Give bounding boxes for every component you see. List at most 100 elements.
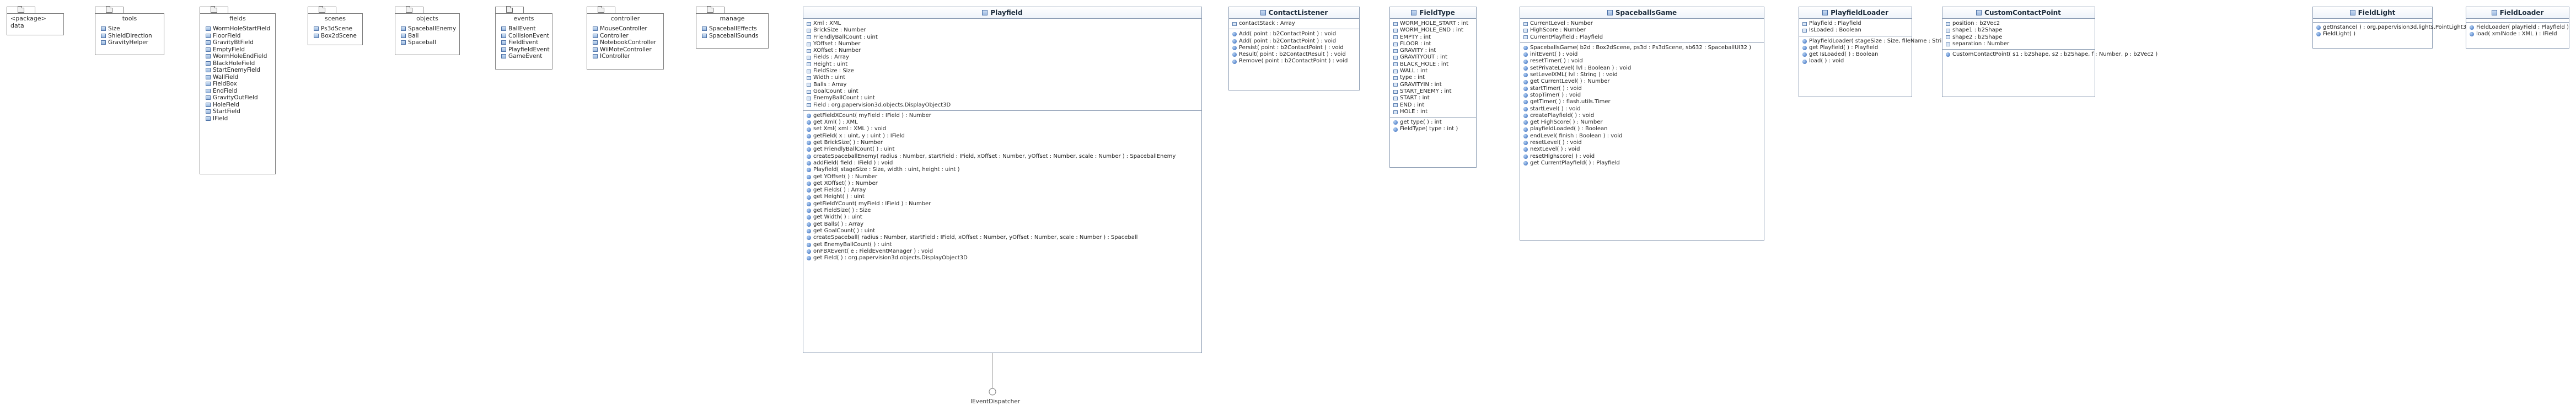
operation-row[interactable]: getFieldYCount( myField : IField ) : Num… (807, 201, 1201, 207)
package-item[interactable]: Ps3dScene (314, 25, 362, 33)
operation-row[interactable]: addField( field : IField ) : void (807, 160, 1201, 167)
attribute-row[interactable]: HOLE : int (1393, 109, 1476, 115)
operation-row[interactable]: Add( point : b2ContactPoint ) : void (1232, 31, 1359, 38)
operation-row[interactable]: get Field( ) : org.papervision3d.objects… (807, 255, 1201, 261)
package-item[interactable]: ShieldDirection (101, 33, 164, 40)
attribute-row[interactable]: START_ENEMY : int (1393, 88, 1476, 95)
attribute-row[interactable]: BrickSize : Number (807, 27, 1201, 34)
attribute-row[interactable]: Field : org.papervision3d.objects.Displa… (807, 102, 1201, 109)
operation-row[interactable]: getFieldXCount( myField : IField ) : Num… (807, 113, 1201, 119)
attribute-row[interactable]: GRAVITYIN : int (1393, 82, 1476, 88)
operation-row[interactable]: get FieldSize( ) : Size (807, 207, 1201, 214)
package-item[interactable]: NotebookController (593, 39, 663, 46)
package-item[interactable]: SpaceballSounds (702, 33, 768, 40)
package-events[interactable]: events BallEvent CollisionEvent FieldEve… (495, 6, 552, 70)
package-item[interactable]: IController (593, 53, 663, 60)
operation-row[interactable]: createSpaceballEnemy( radius : Number, s… (807, 153, 1201, 160)
operation-row[interactable]: get CurrentLevel( ) : Number (1523, 78, 1764, 85)
attribute-row[interactable]: START : int (1393, 95, 1476, 102)
operation-row[interactable]: startTimer( ) : void (1523, 86, 1764, 92)
attribute-row[interactable]: WORM_HOLE_START : int (1393, 20, 1476, 27)
operation-row[interactable]: Playfield( stageSize : Size, width : uin… (807, 167, 1201, 173)
operation-row[interactable]: getInstance( ) : org.papervision3d.light… (2316, 24, 2471, 31)
package-item[interactable]: StartEnemyField (206, 67, 275, 74)
package-item[interactable]: BallEvent (501, 25, 552, 33)
operation-row[interactable]: FieldType( type : int ) (1393, 126, 1476, 132)
operation-row[interactable]: get CurrentPlayfield( ) : Playfield (1523, 160, 1764, 167)
package-item[interactable]: MouseController (593, 25, 663, 33)
package-item[interactable]: WiiMoteController (593, 46, 663, 54)
operation-row[interactable]: resetTimer( ) : void (1523, 58, 1764, 65)
attribute-row[interactable]: contactStack : Array (1232, 20, 1359, 27)
package-item[interactable]: GameEvent (501, 53, 552, 60)
operation-row[interactable]: get EnemyBallCount( ) : uint (807, 242, 1201, 248)
package-item[interactable]: PlayfieldEvent (501, 46, 552, 54)
class-header[interactable]: FieldType (1390, 7, 1476, 19)
package-item[interactable]: WallField (206, 74, 275, 81)
package-item[interactable]: Box2dScene (314, 33, 362, 40)
class-header[interactable]: ContactListener (1229, 7, 1359, 19)
package-data[interactable]: <package> data (7, 6, 64, 35)
attribute-row[interactable]: separation : Number (1946, 41, 2095, 47)
package-manage[interactable]: manage SpaceballEffects SpaceballSounds (696, 6, 769, 49)
attribute-row[interactable]: shape1 : b2Shape (1946, 27, 2095, 34)
operation-row[interactable]: get XOffset( ) : Number (807, 180, 1201, 187)
operation-row[interactable]: stopTimer( ) : void (1523, 92, 1764, 99)
operation-row[interactable]: get type( ) : int (1393, 119, 1476, 126)
package-item[interactable]: StartField (206, 108, 275, 115)
attribute-row[interactable]: position : b2Vec2 (1946, 20, 2095, 27)
operation-row[interactable]: setLevelXML( lvl : String ) : void (1523, 72, 1764, 78)
operation-row[interactable]: get Playfield( ) : Playfield (1802, 45, 1912, 51)
attribute-row[interactable]: BLACK_HOLE : int (1393, 61, 1476, 68)
attribute-row[interactable]: shape2 : b2Shape (1946, 34, 2095, 41)
operation-row[interactable]: Result( point : b2ContactResult ) : void (1232, 51, 1359, 58)
package-item[interactable]: IField (206, 115, 275, 122)
operation-row[interactable]: Remove( point : b2ContactPoint ) : void (1232, 58, 1359, 65)
operation-row[interactable]: nextLevel( ) : void (1523, 146, 1764, 153)
package-item[interactable]: FloorField (206, 33, 275, 40)
operation-row[interactable]: CustomContactPoint( s1 : b2Shape, s2 : b… (1946, 51, 2158, 58)
operation-row[interactable]: createPlayfield( ) : void (1523, 113, 1764, 119)
attribute-row[interactable]: Height : uint (807, 61, 1201, 68)
package-item[interactable]: SpaceballEffects (702, 25, 768, 33)
attribute-row[interactable]: FLOOR : int (1393, 41, 1476, 47)
package-item[interactable]: Controller (593, 33, 663, 40)
operation-row[interactable]: SpaceballsGame( b2d : Box2dScene, ps3d :… (1523, 45, 1764, 51)
attribute-row[interactable]: HighScore : Number (1523, 27, 1764, 34)
class-header[interactable]: SpaceballsGame (1520, 7, 1764, 19)
operation-row[interactable]: get HighScore( ) : Number (1523, 119, 1764, 126)
package-item[interactable]: FieldEvent (501, 39, 552, 46)
attribute-row[interactable]: WALL : int (1393, 68, 1476, 74)
attribute-row[interactable]: GRAVITYOUT : int (1393, 54, 1476, 61)
package-item[interactable]: WormHoleStartField (206, 25, 275, 33)
attribute-row[interactable]: Width : uint (807, 74, 1201, 81)
attribute-row[interactable]: Xml : XML (807, 20, 1201, 27)
package-controller[interactable]: controller MouseController Controller No… (587, 6, 664, 70)
operation-row[interactable]: get YOffset( ) : Number (807, 174, 1201, 180)
package-item[interactable]: FieldBox (206, 81, 275, 88)
attribute-row[interactable]: type : int (1393, 74, 1476, 81)
package-item[interactable]: SpaceballEnemy (401, 25, 459, 33)
package-item[interactable]: EmptyField (206, 46, 275, 54)
operation-row[interactable]: get Xml( ) : XML (807, 119, 1201, 126)
package-fields[interactable]: fields WormHoleStartField FloorField Gra… (200, 6, 276, 174)
package-item[interactable]: CollisionEvent (501, 33, 552, 40)
operation-row[interactable]: startLevel( ) : void (1523, 106, 1764, 113)
package-item[interactable]: GravityBtField (206, 39, 275, 46)
operation-row[interactable]: onFBXEvent( e : FieldEventManager ) : vo… (807, 248, 1201, 255)
package-item[interactable]: GravityHelper (101, 39, 164, 46)
class-header[interactable]: FieldLoader (2466, 7, 2569, 19)
operation-row[interactable]: load( ) : void (1802, 58, 1912, 65)
attribute-row[interactable]: Fields : Array (807, 54, 1201, 61)
package-objects[interactable]: objects SpaceballEnemy Ball Spaceball (395, 6, 460, 55)
attribute-row[interactable]: Playfield : Playfield (1802, 20, 1912, 27)
operation-row[interactable]: FieldLoader( playField : Playfield ) (2470, 24, 2569, 31)
attribute-row[interactable]: CurrentPlayfield : Playfield (1523, 34, 1764, 41)
attribute-row[interactable]: GoalCount : uint (807, 88, 1201, 95)
